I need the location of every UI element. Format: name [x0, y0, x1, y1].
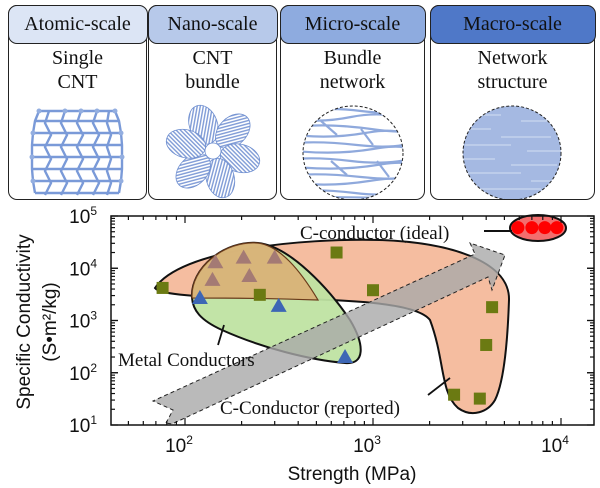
square-marker: [330, 246, 343, 259]
bundle-network-icon: [281, 101, 424, 201]
regions: [151, 214, 567, 425]
y-axis-title-line2: (S•m²/kg): [40, 282, 61, 361]
y-axis-title-line1: Specific Conductivity: [14, 234, 35, 410]
reported-leader-line: [427, 377, 451, 396]
y-tick-label: 101: [69, 413, 97, 437]
network-structure-icon: [431, 101, 594, 201]
x-tick-label: 104: [541, 433, 569, 457]
triangle-marker: [191, 289, 208, 304]
square-marker: [367, 284, 379, 297]
triangle-marker: [270, 297, 287, 312]
panel-header-label: Micro-scale: [304, 12, 401, 35]
caption-line-2: CNT: [57, 71, 98, 93]
circle-marker: [538, 221, 552, 235]
x-tick-label: 103: [353, 433, 381, 457]
strength-conductivity-chart: 102 103 104 101 102 103 104 105 C-conductor (i…: [14, 204, 595, 485]
triangle-marker: [241, 268, 258, 283]
y-tick-label: 102: [69, 361, 97, 385]
square-marker: [448, 388, 461, 401]
caption-line-1: Single: [51, 47, 104, 69]
caption-line-1: Network: [477, 47, 548, 69]
caption-line-1: CNT: [192, 47, 233, 69]
axis-ticks: [111, 215, 594, 426]
square-marker: [486, 301, 499, 314]
annotation-reported: C-Conductor (reported): [220, 398, 400, 419]
y-tick-label: 104: [69, 256, 97, 280]
triangle-marker: [337, 349, 354, 364]
triangle-marker: [235, 249, 252, 264]
caption-line-2: network: [319, 71, 386, 93]
cnt-bundle-icon: [149, 101, 276, 199]
caption-line-1: Bundle: [323, 47, 382, 69]
single-cnt-icon: [9, 101, 146, 197]
panel-header: Macro-scale: [429, 4, 596, 44]
y-tick-label: 103: [69, 309, 97, 333]
panel-header-label: Atomic-scale: [24, 12, 131, 35]
data-markers: [156, 221, 564, 405]
square-marker: [253, 288, 266, 301]
panel-header: Atomic-scale: [7, 4, 148, 44]
x-axis-title: Strength (MPa): [288, 464, 417, 485]
panel-header: Nano-scale: [147, 4, 278, 44]
triangle-marker: [207, 254, 224, 269]
circle-marker: [525, 221, 539, 235]
circle-marker: [550, 221, 564, 235]
circle-marker: [511, 221, 525, 235]
triangle-marker: [266, 249, 283, 264]
x-tick-label: 102: [165, 433, 193, 457]
trend-arrow: [151, 242, 506, 425]
panel-header: Micro-scale: [279, 4, 426, 44]
annotation-metal-conductors: Metal Conductors: [118, 350, 255, 371]
panel-header-label: Macro-scale: [463, 12, 562, 35]
y-tick-label: 105: [69, 204, 97, 228]
annotation-ideal: C-conductor (ideal): [300, 223, 449, 244]
y-tick-labels: 101 102 103 104 105: [69, 204, 97, 437]
square-marker: [480, 338, 493, 351]
caption-line-2: structure: [477, 71, 548, 93]
x-tick-labels: 102 103 104: [165, 433, 569, 457]
square-marker: [473, 392, 486, 405]
caption-line-2: bundle: [185, 71, 240, 93]
metal-leader-line: [217, 324, 225, 346]
triangle-marker: [204, 271, 221, 286]
panel-header-label: Nano-scale: [167, 12, 258, 35]
square-marker: [156, 281, 169, 294]
